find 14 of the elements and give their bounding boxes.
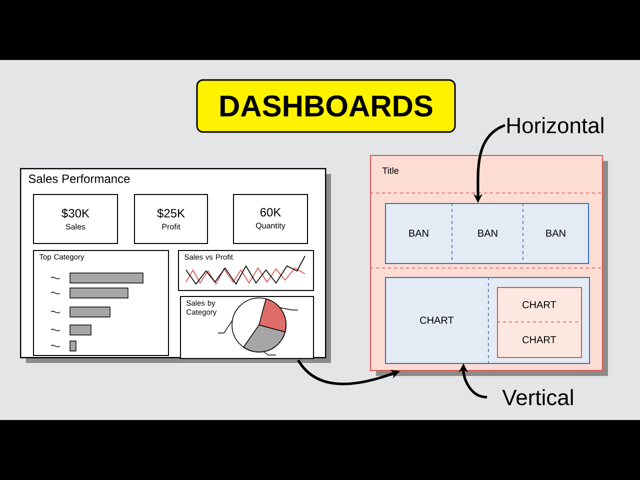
layout-cell: BAN [452, 202, 498, 264]
vertical-container [497, 287, 582, 358]
layout-cell: CHART [496, 322, 582, 344]
horizontal-container [385, 203, 589, 264]
kpi-card: $30K Sales [33, 194, 118, 244]
kpi-card: $25K Profit [134, 194, 208, 244]
layout-cell: CHART [420, 276, 489, 364]
kpi-card: 60K Quantity [233, 194, 308, 244]
annotation-text: Horizontal [507, 117, 604, 134]
annotation-text: Vertical [502, 389, 573, 406]
layout-cell: CHART [522, 301, 556, 308]
layout-cell: BAN [409, 230, 428, 237]
title-banner: DASHBOARDS [196, 79, 456, 133]
layout-cell: BAN [522, 202, 566, 264]
